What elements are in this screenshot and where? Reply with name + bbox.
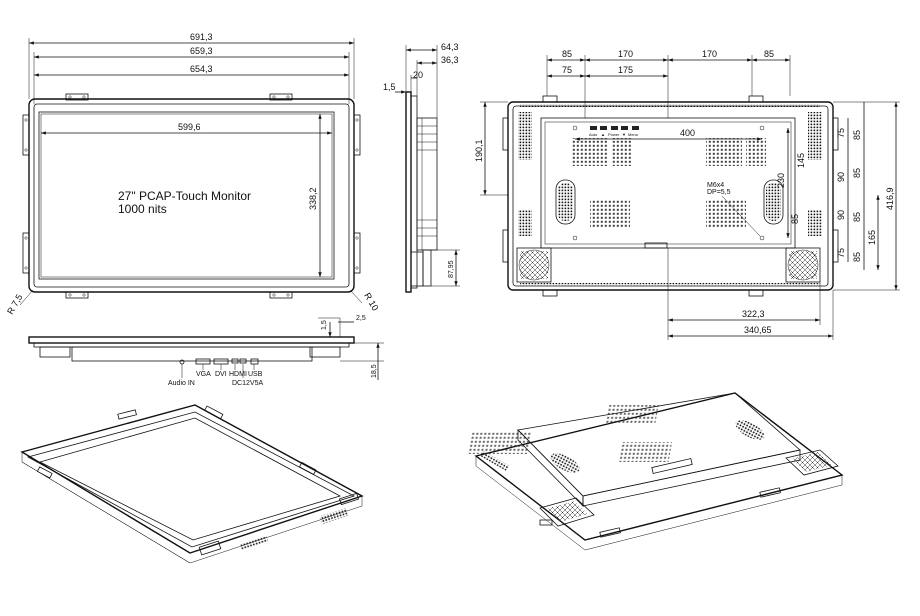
bottom-view: Audio IN VGA DVI HDMI DC12V5A USB 1,5 2,… [28, 315, 384, 387]
back-top-dim-1: 170 [618, 49, 633, 59]
back-right-b-2: 85 [852, 212, 862, 222]
back-screw-note-2: DP=5,5 [707, 189, 731, 196]
back-top-dim-0: 85 [562, 49, 572, 59]
front-width-bezel: 654,3 [190, 64, 213, 74]
back-right-a-0: 75 [836, 128, 846, 138]
back-second-dim-0: 75 [562, 65, 572, 75]
front-height-active: 338,2 [308, 187, 318, 210]
back-right-dims: 75 90 90 75 85 85 85 85 165 416,9 [833, 101, 900, 291]
back-right-b-3: 85 [852, 252, 862, 262]
bottom-thickness-right: 2,5 [356, 315, 366, 322]
back-button-label-0: Auto [589, 132, 598, 137]
back-housing [540, 117, 796, 249]
front-tabs [22, 93, 361, 299]
back-top-dim-2: 170 [702, 49, 717, 59]
back-inner-dim-b: 85 [790, 214, 800, 224]
back-screw-note-1: M6x4 [707, 182, 724, 189]
side-view: 64,3 36,3 20 1,5 87,95 [383, 42, 460, 293]
side-depth-front: 20 [413, 70, 423, 80]
back-right-b-1: 85 [852, 168, 862, 178]
bottom-port-usb: USB [248, 371, 263, 378]
front-view: 691,3 659,3 654,3 599,6 338,2 27" PCAP-T… [5, 32, 380, 316]
back-right-a-2: 90 [836, 210, 846, 220]
front-width-total: 691,3 [190, 32, 213, 42]
back-speaker-left [555, 179, 576, 225]
front-outer-frame [28, 98, 355, 293]
side-depth-body: 36,3 [441, 55, 459, 65]
front-width-frame: 659,3 [190, 46, 213, 56]
front-active-inner [40, 113, 333, 278]
bottom-port-audio: Audio IN [168, 380, 195, 387]
front-width-active: 599,6 [178, 122, 201, 132]
front-radius-right: R 10 [362, 291, 380, 312]
bottom-thickness-left: 1,5 [321, 320, 328, 330]
iso-fan-right [785, 449, 839, 476]
bottom-port-dvi: DVI [215, 371, 227, 378]
back-vesa-height: 230 [776, 173, 786, 188]
side-depth-total: 64,3 [441, 42, 459, 52]
side-height: 87,95 [448, 260, 455, 278]
bottom-port-hdmi: HDMI [229, 371, 247, 378]
iso-back-view [467, 392, 844, 551]
back-speaker-right [763, 179, 784, 225]
back-outer-frame [507, 101, 834, 291]
back-right-b-0: 85 [852, 130, 862, 140]
back-inner-dim: 145 [796, 153, 806, 168]
side-thickness: 1,5 [383, 82, 396, 92]
back-overall-height: 416,9 [885, 187, 895, 210]
back-button-label-3: ▼ [622, 132, 626, 137]
back-bottom-dim-1: 340,65 [744, 325, 772, 335]
back-bottom-dim-0: 322,3 [742, 309, 765, 319]
bottom-height: 18,5 [371, 364, 378, 378]
iso-front-view [20, 404, 364, 564]
back-second-dim-1: 175 [618, 65, 633, 75]
back-fan-right [785, 247, 821, 283]
back-top-dim-3: 85 [764, 49, 774, 59]
bottom-port-dc: DC12V5A [232, 380, 263, 387]
back-vesa-width: 400 [680, 128, 695, 138]
side-front-plate [405, 91, 412, 293]
back-right-a-1: 90 [836, 172, 846, 182]
back-view: Auto ▲ Power ▼ Menu M6x4 DP=5,5 85 170 1… [474, 49, 900, 340]
back-button-label-4: Menu [628, 132, 638, 137]
back-right-a-3: 75 [836, 248, 846, 258]
front-title-line2: 1000 nits [118, 202, 167, 216]
back-buttons: Auto ▲ Power ▼ Menu [589, 126, 639, 137]
back-fan-left [516, 247, 552, 283]
back-left-height: 190,1 [474, 139, 484, 162]
front-active-area [38, 111, 335, 280]
bottom-ports [179, 358, 259, 365]
back-button-label-1: ▲ [601, 132, 605, 137]
front-radius-left: R 7,5 [5, 292, 24, 316]
front-title-line1: 27" PCAP-Touch Monitor [118, 189, 251, 203]
back-button-label-2: Power [608, 132, 620, 137]
back-right-c-0: 165 [867, 230, 877, 245]
front-bezel [33, 103, 350, 288]
bottom-port-vga: VGA [196, 371, 211, 378]
